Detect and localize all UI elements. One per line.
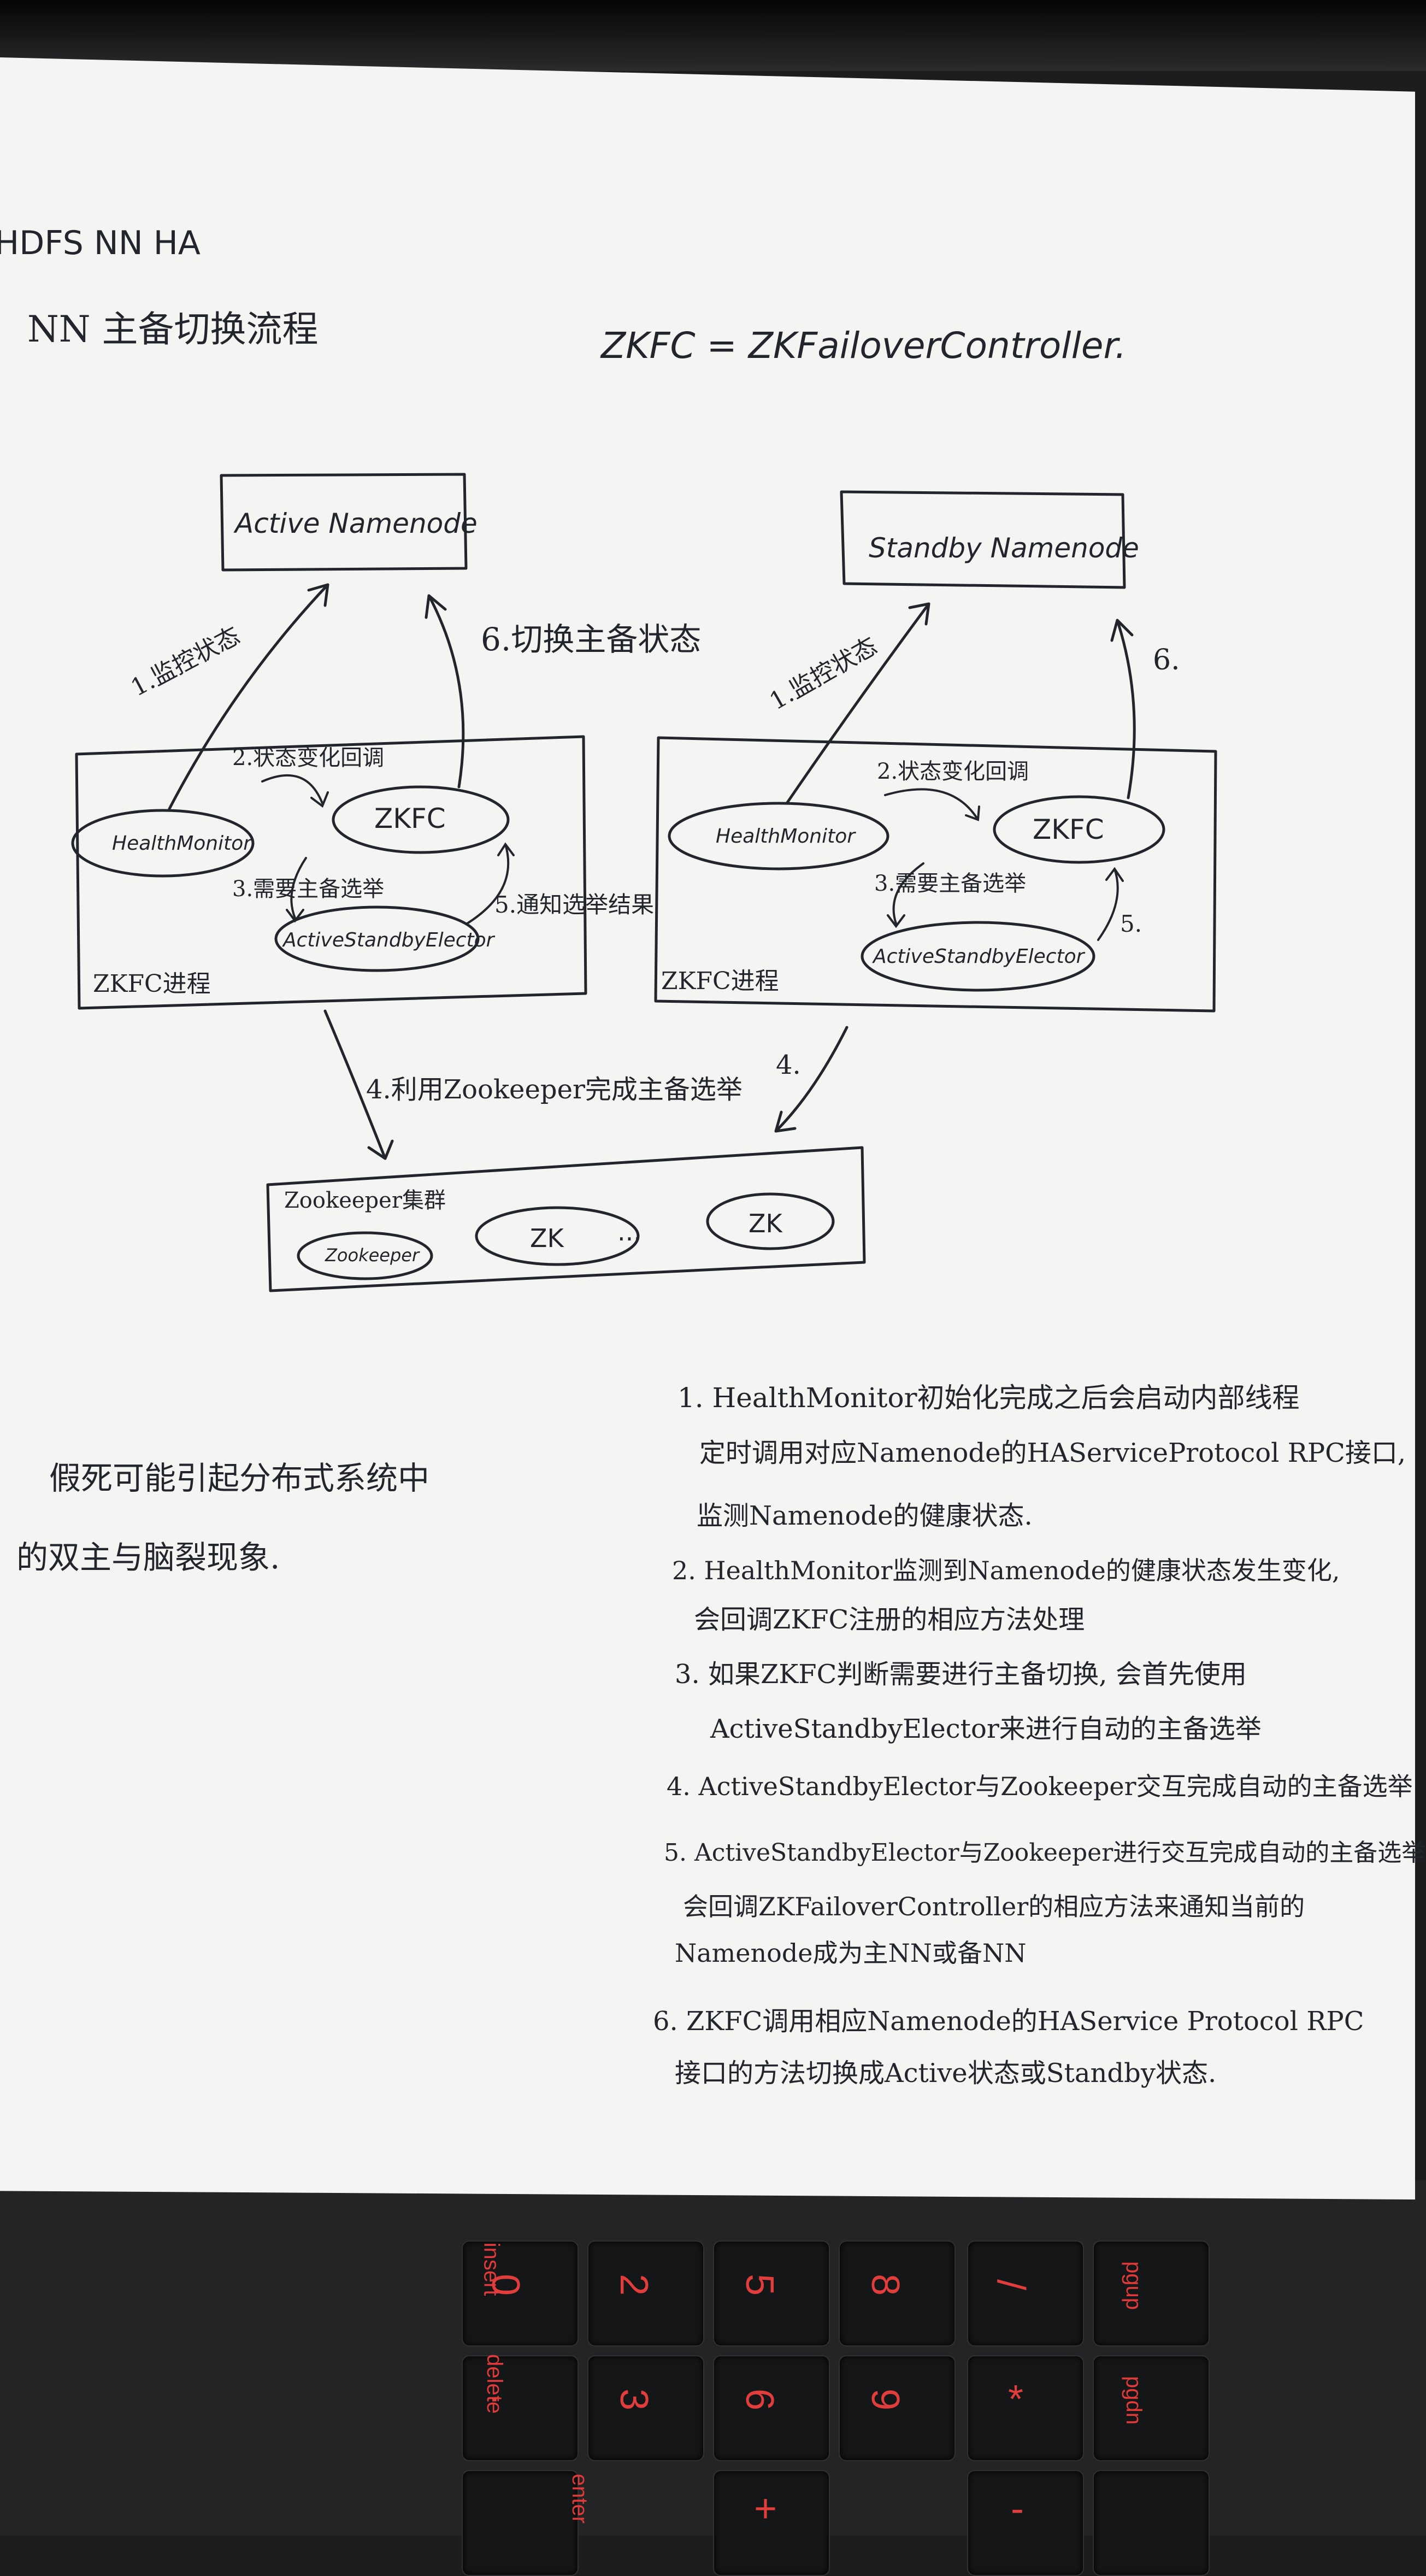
right-note-line-12: 6. ZKFC调用相应Namenode的HAService Protocol R… <box>653 2006 1364 2037</box>
zookeeper-node-2 <box>475 1206 640 1266</box>
right-step6-arrow <box>1116 619 1136 799</box>
right-note-line-2: 定时调用对应Namenode的HAServiceProtocol RPC接口, <box>699 1438 1406 1468</box>
right-note-line-13: 接口的方法切换成Active状态或Standby状态. <box>675 2058 1216 2089</box>
right-health-monitor-label: HealthMonitor <box>716 825 856 848</box>
right-note-line-5: 会回调ZKFC注册的相应方法处理 <box>694 1604 1085 1635</box>
right-note-line-8: 4. ActiveStandbyElector与Zookeeper交互完成自动的… <box>667 1772 1413 1801</box>
zookeeper-node-3-label: ZK <box>749 1209 783 1238</box>
zookeeper-node-1 <box>297 1231 433 1280</box>
zkfc-definition: ZKFC = ZKFailoverController. <box>600 325 1127 367</box>
key-pgup <box>1093 2240 1210 2346</box>
key-slash <box>967 2240 1084 2346</box>
left-zkfc-process-box: ZKFC进程 HealthMonitor ZKFC ActiveStandbyE… <box>71 735 654 1010</box>
right-notes: 1. HealthMonitor初始化完成之后会启动内部线程 定时调用对应Nam… <box>653 1382 1426 2089</box>
zookeeper-node-3 <box>706 1192 835 1250</box>
left-step3-arrow <box>290 857 307 919</box>
right-step4-label: 4. <box>776 1050 801 1080</box>
right-elector-node <box>861 921 1095 992</box>
left-zkfc-label: ZKFC <box>374 803 446 834</box>
left-note-line-1: 假死可能引起分布式系统中 <box>49 1460 429 1497</box>
left-step4-arrow <box>323 1009 387 1160</box>
right-note-line-7: ActiveStandbyElector来进行自动的主备选举 <box>710 1714 1262 1744</box>
left-step6-label: 6.切换主备状态 <box>481 621 701 658</box>
right-note-line-9: 5. ActiveStandbyElector与Zookeeper进行交互完成自… <box>664 1839 1426 1867</box>
right-step3-label: 3.需要主备选举 <box>874 871 1026 896</box>
key-2 <box>587 2240 704 2346</box>
active-namenode-label: Active Namenode <box>233 508 478 539</box>
left-step2-arrow <box>261 774 323 804</box>
left-health-monitor-node <box>71 809 255 878</box>
key-0 <box>462 2240 579 2346</box>
left-elector-node <box>274 905 480 972</box>
key-8 <box>839 2240 956 2346</box>
key-3 <box>587 2355 704 2461</box>
right-note-line-4: 2. HealthMonitor监测到Namenode的健康状态发生变化, <box>672 1556 1340 1585</box>
right-note-line-1: 1. HealthMonitor初始化完成之后会启动内部线程 <box>677 1382 1299 1414</box>
zookeeper-cluster-label: Zookeeper集群 <box>284 1188 446 1213</box>
dark-background-top <box>0 0 1426 71</box>
left-step2-label: 2.状态变化回调 <box>232 745 384 771</box>
keyboard: insert 0 2 5 8 / pgup delete . 3 6 9 * p… <box>0 2180 1426 2576</box>
right-note-line-3: 监测Namenode的健康状态. <box>697 1501 1033 1531</box>
key-num-plus: + <box>754 2487 777 2531</box>
right-zkfc-label: ZKFC <box>1033 814 1104 845</box>
right-step1-arrow <box>785 602 930 805</box>
left-step5-arrow <box>466 843 510 925</box>
right-elector-label: ActiveStandbyElector <box>872 945 1086 968</box>
left-step6-arrow <box>427 594 465 789</box>
key-6 <box>713 2355 830 2461</box>
right-note-line-6: 3. 如果ZKFC判断需要进行主备切换, 会首先使用 <box>675 1659 1247 1690</box>
right-step2-arrow <box>884 788 979 821</box>
heading-hdfs-nn-ha: HDFS NN HA <box>0 224 201 262</box>
key-num-minus: - <box>1011 2487 1024 2531</box>
key-star <box>967 2355 1084 2461</box>
left-health-monitor-label: HealthMonitor <box>112 832 252 855</box>
zookeeper-cluster-box: Zookeeper集群 Zookeeper ZK ... ZK <box>266 1146 866 1292</box>
left-note-line-2: 的双主与脑裂现象. <box>16 1539 280 1576</box>
zookeeper-node-2-label: ZK <box>530 1224 565 1253</box>
key-5 <box>713 2240 830 2346</box>
right-zkfc-process-box: ZKFC进程 HealthMonitor ZKFC ActiveStandbyE… <box>654 736 1217 1013</box>
standby-namenode-box: Standby Namenode <box>840 490 1139 589</box>
left-step3-label: 3.需要主备选举 <box>232 877 384 902</box>
right-note-line-10: 会回调ZKFailoverController的相应方法来通知当前的 <box>683 1892 1305 1921</box>
left-step5-label: 5.通知选举结果 <box>494 891 654 918</box>
paper-sheet <box>0 57 1415 2199</box>
right-health-monitor-node <box>668 802 889 871</box>
right-step6-label: 6. <box>1153 644 1180 677</box>
left-elector-label: ActiveStandbyElector <box>282 929 496 951</box>
left-step1-arrow <box>168 583 329 810</box>
zookeeper-ellipsis: ... <box>617 1217 641 1246</box>
key-dot <box>462 2355 579 2461</box>
right-step1-label: 1.监控状态 <box>765 632 882 715</box>
key-pgdn <box>1093 2355 1210 2461</box>
left-step1-label: 1.监控状态 <box>126 621 244 702</box>
key-num-star: * <box>1008 2378 1024 2421</box>
right-step2-label: 2.状态变化回调 <box>877 759 1029 784</box>
standby-namenode-label: Standby Namenode <box>869 532 1139 564</box>
left-zkfc-process-label: ZKFC进程 <box>93 970 211 998</box>
active-namenode-box: Active Namenode <box>220 473 478 572</box>
right-step5-arrow <box>1097 868 1119 941</box>
right-step4-arrow <box>774 1026 848 1133</box>
heading-switch-process: NN 主备切换流程 <box>27 308 318 350</box>
left-step4-label: 4.利用Zookeeper完成主备选举 <box>366 1074 743 1105</box>
right-zkfc-node <box>993 795 1165 864</box>
right-note-line-11: Namenode成为主NN或备NN <box>675 1938 1027 1968</box>
key-9 <box>839 2355 956 2461</box>
left-zkfc-node <box>332 785 510 854</box>
right-zkfc-process-label: ZKFC进程 <box>661 967 779 995</box>
zookeeper-node-1-label: Zookeeper <box>325 1245 420 1266</box>
right-step3-arrow <box>892 862 924 925</box>
right-step5-label: 5. <box>1120 910 1142 937</box>
